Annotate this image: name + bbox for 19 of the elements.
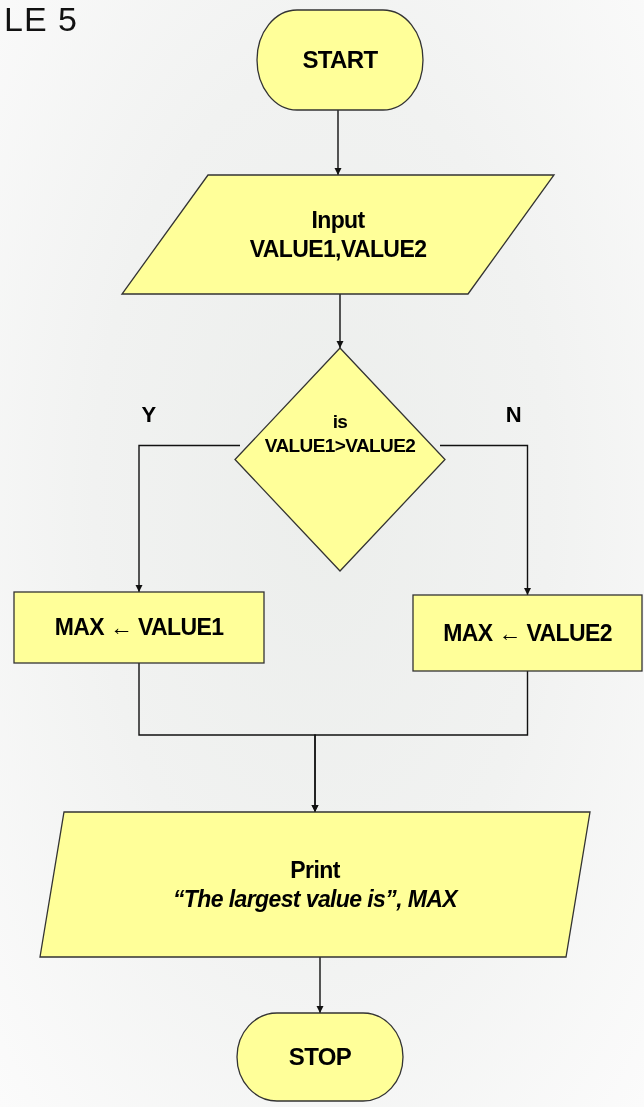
arrow	[336, 293, 344, 349]
node-heading: Input	[311, 205, 365, 235]
node-text: VALUE1>VALUE2	[264, 433, 416, 458]
arrow	[334, 109, 342, 176]
node-heading: is	[332, 410, 348, 434]
node-text: STOP	[288, 1042, 352, 1072]
node-text: MAX ← VALUE1	[54, 613, 224, 642]
edge-label: Y	[141, 403, 157, 426]
node-heading: Print	[290, 855, 340, 885]
edge-label: N	[505, 403, 522, 426]
arrow	[311, 670, 529, 813]
node-text: START	[302, 45, 378, 75]
arrow	[316, 956, 324, 1014]
arrow	[439, 444, 531, 596]
heading: LE 5	[4, 0, 78, 39]
arrow	[135, 444, 241, 593]
node-text: MAX ← VALUE2	[443, 618, 612, 648]
node-text: VALUE1,VALUE2	[249, 234, 427, 264]
node-text: “The largest value is”, MAX	[172, 884, 458, 914]
